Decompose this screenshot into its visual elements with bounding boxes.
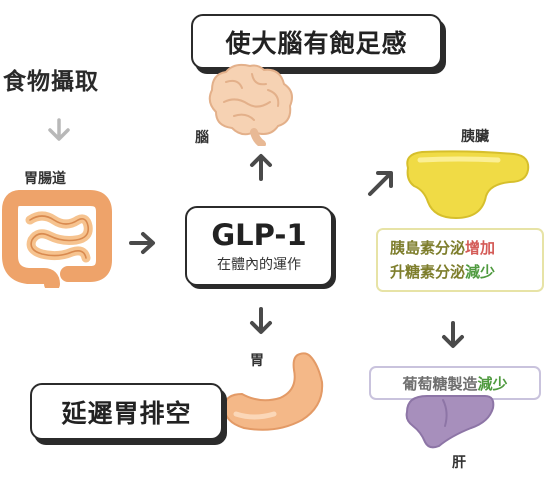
pancreas-effect-box: 胰島素分泌增加 升糖素分泌減少: [376, 228, 544, 292]
right-arrow-icon: [129, 232, 155, 254]
pancreas-label: 胰臟: [461, 129, 489, 145]
gut-label: 胃腸道: [24, 171, 66, 187]
brain-label: 腦: [195, 130, 209, 146]
pancreas-icon: [406, 150, 530, 220]
liver-label: 肝: [452, 455, 466, 471]
insulin-effect: 增加: [465, 239, 496, 257]
liver-icon: [405, 395, 495, 449]
stomach-label: 胃: [250, 353, 264, 369]
glucagon-line: 升糖素分泌減少: [390, 260, 542, 284]
glucose-effect: 減少: [477, 374, 508, 393]
stomach-icon: [222, 352, 324, 431]
up-right-arrow-icon: [368, 171, 393, 196]
brain-effect-box: 使大腦有飽足感: [191, 14, 442, 69]
glp1-title: GLP-1: [211, 218, 307, 252]
glucose-text: 葡萄糖製造: [402, 374, 478, 393]
brain-effect-text: 使大腦有飽足感: [225, 28, 408, 58]
insulin-text: 胰島素分泌: [390, 239, 466, 257]
down-arrow-icon: [442, 321, 464, 348]
stomach-effect-text: 延遲胃排空: [61, 398, 192, 428]
brain-icon: [208, 63, 293, 146]
glucagon-text: 升糖素分泌: [390, 263, 466, 281]
stomach-effect-box: 延遲胃排空: [30, 383, 223, 440]
glp1-subtitle: 在體內的運作: [217, 257, 301, 273]
glp1-box: GLP-1 在體內的運作: [185, 206, 333, 286]
insulin-line: 胰島素分泌增加: [390, 236, 542, 260]
down-arrow-icon: [250, 307, 272, 334]
up-arrow-icon: [250, 154, 272, 181]
intestine-icon: [2, 190, 112, 288]
food-intake-label: 食物攝取: [3, 69, 99, 95]
glucagon-effect: 減少: [465, 263, 496, 281]
down-arrow-icon: [48, 118, 70, 141]
